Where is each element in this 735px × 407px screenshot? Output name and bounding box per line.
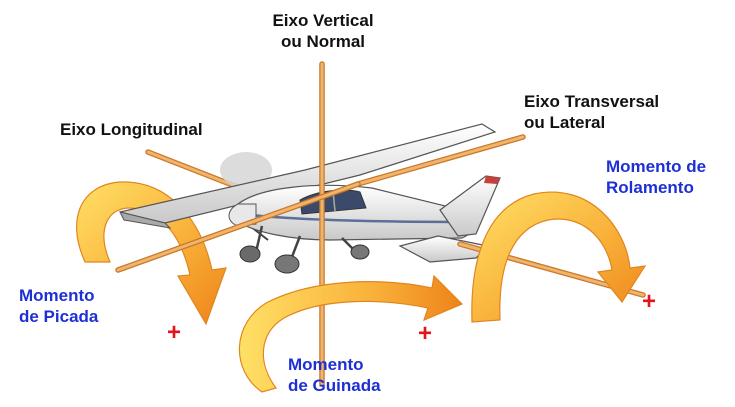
transversal-axis-label-line1: Eixo Transversal xyxy=(524,92,660,111)
vertical-axis-label-line2: ou Normal xyxy=(280,32,366,51)
vertical-axis-label-line1: Eixo Vertical xyxy=(272,11,374,30)
yaw-moment-label: Momento de Guinada xyxy=(288,354,381,396)
pitch-positive-sign: + xyxy=(167,319,182,346)
yaw-positive-sign: + xyxy=(418,320,433,347)
pitch-moment-label: Momento de Picada xyxy=(19,285,98,327)
roll-moment-label-line2: Rolamento xyxy=(606,178,694,197)
pitch-moment-label-line1: Momento xyxy=(19,286,95,305)
longitudinal-axis-label: Eixo Longitudinal xyxy=(60,119,203,140)
roll-positive-sign: + xyxy=(642,288,657,315)
longitudinal-axis-label-line1: Eixo Longitudinal xyxy=(60,120,203,139)
yaw-moment-label-line2: de Guinada xyxy=(288,376,381,395)
roll-moment-arrow xyxy=(471,191,647,323)
roll-moment-label: Momento de Rolamento xyxy=(606,156,706,198)
yaw-moment-arrow xyxy=(238,274,464,393)
aircraft-illustration xyxy=(119,123,501,274)
yaw-moment-label-line1: Momento xyxy=(288,355,364,374)
vertical-axis-label: Eixo Vertical ou Normal xyxy=(268,10,378,52)
transversal-axis-back xyxy=(355,134,526,187)
transversal-axis xyxy=(115,181,361,273)
transversal-axis-label: Eixo Transversal ou Lateral xyxy=(524,91,659,133)
roll-moment-label-line1: Momento de xyxy=(606,157,707,176)
transversal-axis-label-line2: ou Lateral xyxy=(524,113,606,132)
pitch-moment-label-line2: de Picada xyxy=(19,307,99,326)
